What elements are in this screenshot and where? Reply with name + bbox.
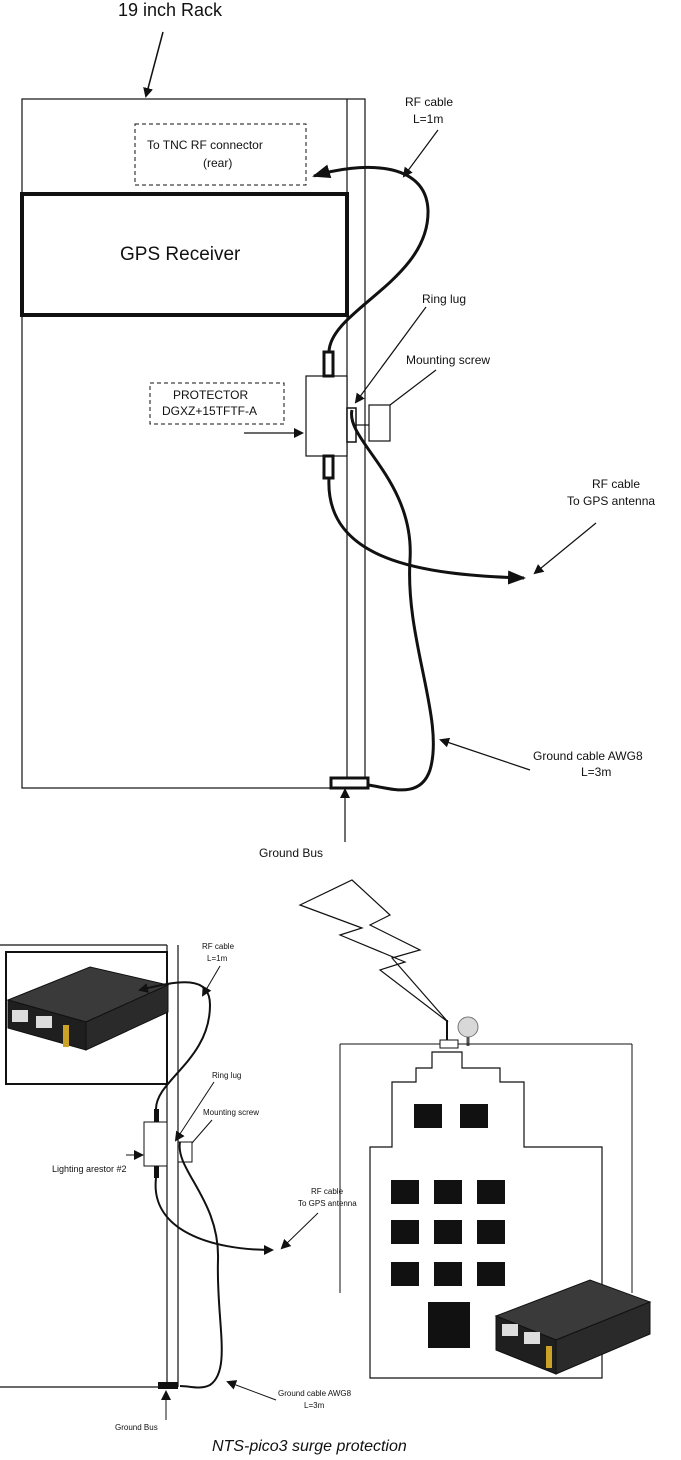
mounting-screw-arrow [389,369,437,406]
top-diagram: 19 inch Rack To TNC RF connector (rear) … [20,0,655,860]
rf-cable-label-small: RF cable [202,942,235,951]
arrestor-top-connector [154,1109,159,1122]
ground-cable [350,409,435,792]
ground-cable-length: L=3m [581,765,611,779]
rf-cable-length: L=1m [413,112,443,126]
ring-lug-arrow-small [174,1081,215,1142]
ring-lug-label-small: Ring lug [212,1071,241,1080]
protector-body [305,375,348,457]
antenna-mount [439,1039,459,1049]
ground-bus-label-small: Ground Bus [115,1423,158,1432]
lightning-bolt-icon [298,879,449,1023]
rf-cable-arrow [402,129,439,178]
building-window [477,1262,505,1286]
rf-cable-1m [312,164,430,353]
gps-receiver-box [20,192,349,317]
protector-label: PROTECTOR [173,388,248,402]
rf-antenna-sublabel: To GPS antenna [567,494,655,508]
rf-antenna-arrow [533,522,597,575]
ground-cable-length-small: L=3m [304,1401,325,1410]
arrestor-label: Lighting arestor #2 [52,1164,127,1174]
building-window [460,1104,488,1128]
building-window [477,1220,505,1244]
rf-antenna-arrow-small [280,1212,319,1250]
rf-cable-1m-small [138,981,212,1110]
ground-cable-label: Ground cable AWG8 [533,749,643,763]
ring-lug-label: Ring lug [422,292,466,306]
rf-antenna-sublabel-small: To GPS antenna [298,1199,357,1208]
gps-device-image-building [494,1279,652,1375]
ground-cable-arrow [439,737,531,771]
building-window [434,1220,462,1244]
tnc-connector-label: To TNC RF connector [147,138,263,152]
protector-model-label: DGXZ+15TFTF-A [162,404,257,418]
figure-caption: NTS-pico3 surge protection [212,1438,407,1455]
protector-label-box [149,382,285,425]
ground-cable-small [178,1141,223,1389]
building-window [391,1180,419,1204]
arrestor-bottom-connector [154,1166,159,1178]
building-window [434,1262,462,1286]
rf-cable-label: RF cable [405,95,453,109]
building-window [414,1104,442,1128]
ground-cable-label-small: Ground cable AWG8 [278,1389,352,1398]
bottom-diagram: RF cable L=1m Ring lug Mounting screw Li… [0,879,652,1432]
protector-top-connector [322,350,335,378]
ring-lug-arrow [354,306,427,404]
building-door [428,1302,470,1348]
gps-device-image-rack [6,966,170,1051]
tnc-connector-box [134,123,307,186]
building-window [434,1180,462,1204]
building-window [391,1220,419,1244]
building-window [391,1262,419,1286]
tnc-connector-sublabel: (rear) [203,156,232,170]
rf-antenna-label: RF cable [592,477,640,491]
gps-receiver-label: GPS Receiver [120,244,241,265]
rf-antenna-label-small: RF cable [311,1187,344,1196]
rack-label: 19 inch Rack [118,0,223,20]
mounting-screw-label: Mounting screw [406,353,490,367]
mounting-screw-label-small: Mounting screw [203,1108,259,1117]
ground-bus-small [158,1382,178,1389]
rf-cable-antenna [327,477,526,585]
protector-bottom-connector [322,454,335,480]
ground-bus-label: Ground Bus [259,846,323,860]
rf-cable-antenna-small [154,1177,274,1255]
building [339,1043,633,1379]
ground-bus [329,776,370,790]
rack-arrow [143,31,164,98]
rf-cable-length-small: L=1m [207,954,228,963]
mounting-screw-arrow-small [191,1119,213,1144]
arrestor-body [143,1121,168,1167]
building-window [477,1180,505,1204]
ground-cable-arrow-small [226,1380,277,1401]
mounting-screw [368,404,391,442]
gps-antenna-icon [457,1016,479,1038]
building-outline [369,1051,603,1379]
rf-cable-arrow-small [201,965,221,997]
